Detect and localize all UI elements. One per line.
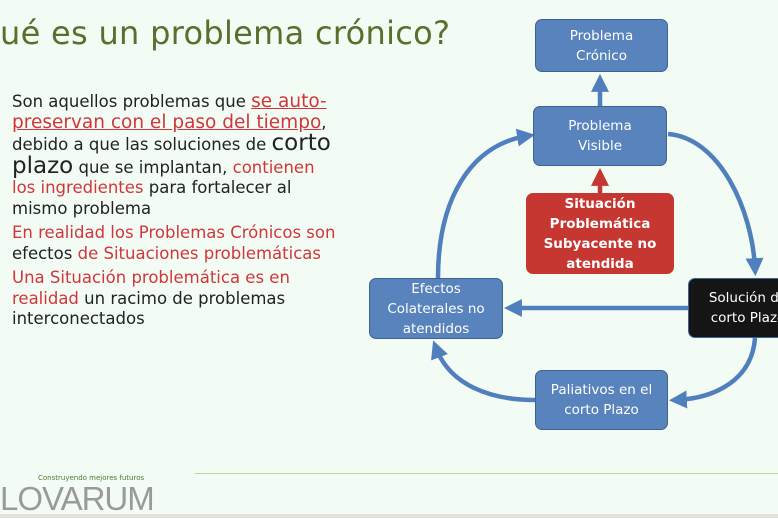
highlight-text: se auto-preservan con el paso del tiempo [12,91,327,133]
node-paliativos: Paliativos en el corto Plazo [535,370,668,430]
highlight-text: de Situaciones problemáticas [72,243,321,263]
body-text: Son aquellos problemas que se auto-prese… [12,91,342,334]
arrow-efectos-to-visible [435,128,535,279]
arrow-visible-to-solucion [667,131,764,277]
node-situacion-problematica: Situación Problemática Subyacente no ate… [526,193,674,274]
company-logo: LOVARUM [0,480,155,517]
arrow-solucion-to-paliativos [668,337,758,409]
paragraph-1: Son aquellos problemas que se auto-prese… [12,91,342,219]
arrow-paliativos-to-efectos [431,340,536,403]
highlight-text: contienen los ingredientes [12,157,315,198]
node-solucion-corto-plazo: Solución de corto Plazo [688,278,778,338]
text: que se implantan, [73,157,233,177]
logo-tagline: Construyendo mejores futuros [38,474,145,482]
bottom-strip [0,514,778,518]
node-efectos-colaterales: Efectos Colaterales no atendidos [369,278,503,339]
text: efectos [12,243,73,263]
paragraph-3: Una Situación problemática es en realida… [12,268,342,330]
highlight-text: En realidad los Problemas Crónicos son [12,223,336,242]
text: un racimo de problemas interconectados [12,288,286,329]
paragraph-2: En realidad los Problemas Crónicos son e… [12,223,342,264]
node-problema-visible: Problema Visible [533,106,667,166]
text: Son aquellos problemas que [12,92,252,111]
emphasis-text: corto plazo [12,130,331,179]
text: para fortalecer al mismo problema [12,178,292,218]
highlight-text: Una Situación problemática es en realida… [12,268,290,308]
footer-divider [195,473,778,474]
slide-title: ué es un problema crónico? [0,14,451,52]
text: , debido a que las soluciones de [12,112,327,155]
node-problema-cronico: Problema Crónico [535,19,668,72]
